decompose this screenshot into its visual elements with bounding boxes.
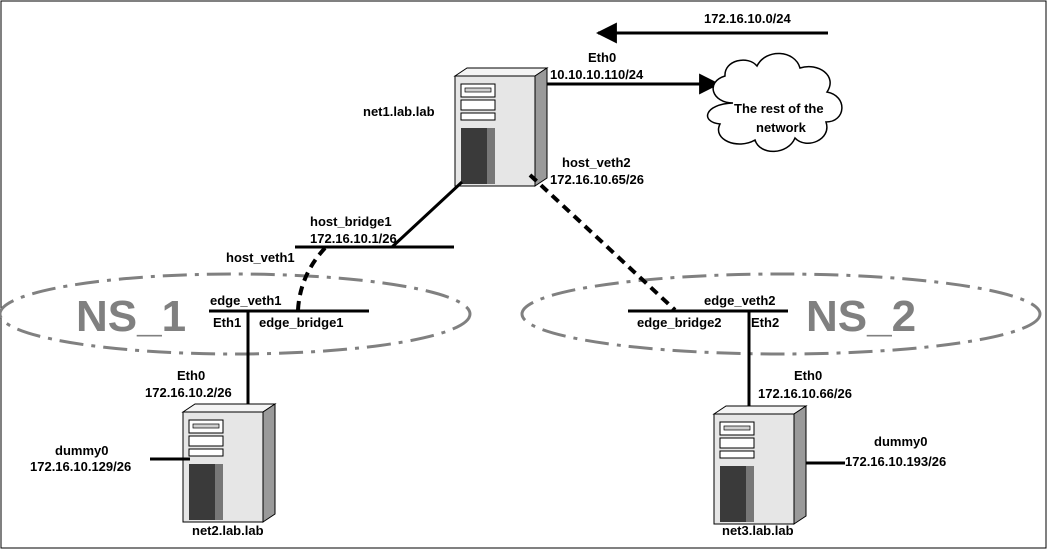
cloud-label-line2: network [756, 120, 807, 135]
net3-eth0-ip: 172.16.10.66/26 [758, 386, 852, 401]
cloud-label-line1: The rest of the [734, 101, 824, 116]
net2-dummy-label: dummy0 [55, 443, 108, 458]
net1-server-icon [454, 67, 548, 187]
ns2-boundary [520, 272, 1042, 356]
net3-dummy-label: dummy0 [874, 434, 927, 449]
net3-server-icon [713, 405, 807, 525]
net2-server-icon [182, 403, 276, 523]
veth-pair-ns2 [528, 173, 677, 312]
net3-hostname: net3.lab.lab [722, 523, 794, 538]
veth-pair-ns1 [296, 246, 327, 311]
net2-eth0-label: Eth0 [177, 368, 205, 383]
net1-eth0-label: Eth0 [588, 50, 616, 65]
host-veth2-label: host_veth2 [562, 155, 631, 170]
host-veth1-label: host_veth1 [226, 250, 295, 265]
net2-hostname: net2.lab.lab [192, 523, 264, 538]
host-bridge1-ip: 172.16.10.1/26 [310, 231, 397, 246]
net1-hostname: net1.lab.lab [363, 104, 435, 119]
net3-dummy-ip: 172.16.10.193/26 [845, 454, 946, 469]
net3-eth0-label: Eth0 [794, 368, 822, 383]
host-veth2-ip: 172.16.10.65/26 [550, 172, 644, 187]
host-bridge1-label: host_bridge1 [310, 214, 392, 229]
top-route-label: 172.16.10.0/24 [704, 11, 792, 26]
net2-dummy-ip: 172.16.10.129/26 [30, 459, 131, 474]
net1-eth0-ip: 10.10.10.110/24 [550, 67, 644, 82]
ns1-label: NS_1 [76, 292, 186, 341]
edge-veth1-label: edge_veth1 [210, 293, 282, 308]
edge-veth2-label: edge_veth2 [704, 293, 776, 308]
edge-bridge1-label: edge_bridge1 [259, 315, 344, 330]
ns1-eth1-label: Eth1 [213, 315, 241, 330]
cloud-icon [706, 52, 843, 153]
net1-bridge-link [390, 180, 464, 249]
ns2-eth2-label: Eth2 [751, 315, 779, 330]
ns2-label: NS_2 [806, 292, 916, 341]
net2-eth0-ip: 172.16.10.2/26 [145, 385, 232, 400]
ns1-boundary [0, 272, 472, 356]
edge-bridge2-label: edge_bridge2 [637, 315, 722, 330]
